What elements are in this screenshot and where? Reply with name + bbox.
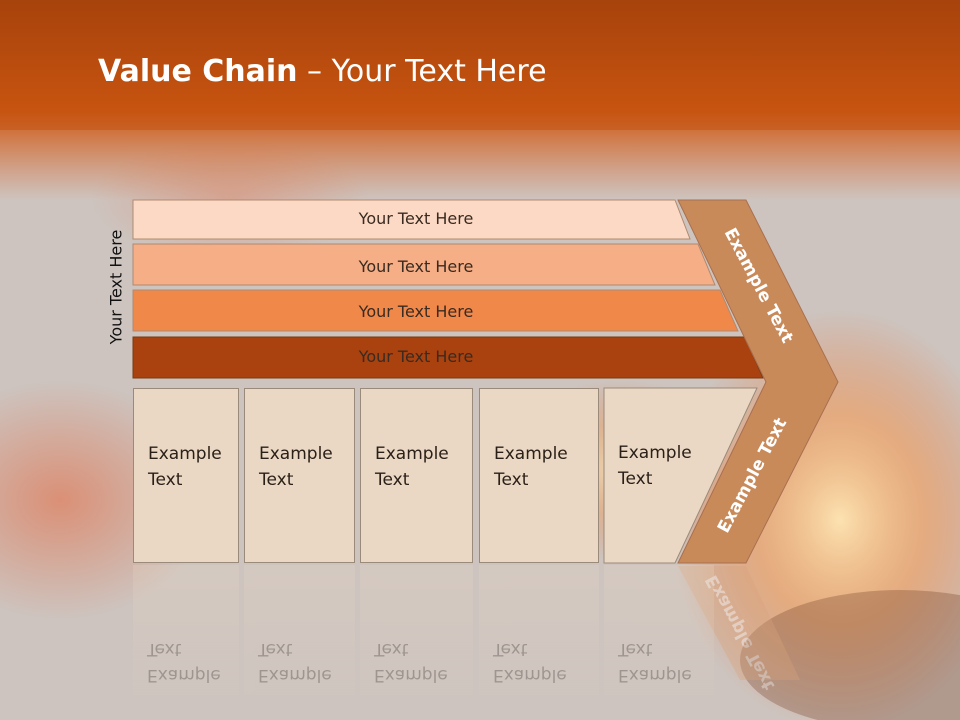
title-rest: – Your Text Here [297, 54, 547, 89]
band-1-label: Your Text Here [358, 209, 474, 228]
chevron-reflection: Example Text [678, 566, 800, 693]
title-bold: Value Chain [98, 54, 298, 89]
band-4: Your Text Here [132, 336, 764, 379]
band-4-label: Your Text Here [358, 347, 474, 366]
band-3-label: Your Text Here [358, 302, 474, 321]
box-5-shape [603, 387, 758, 564]
band-3: Your Text Here [132, 289, 739, 332]
band-1: Your Text Here [132, 199, 691, 240]
band-2-label: Your Text Here [358, 257, 474, 276]
chevron-arrow [677, 199, 839, 564]
band-2: Your Text Here [132, 243, 716, 286]
page-title: Value Chain – Your Text Here [98, 54, 547, 89]
